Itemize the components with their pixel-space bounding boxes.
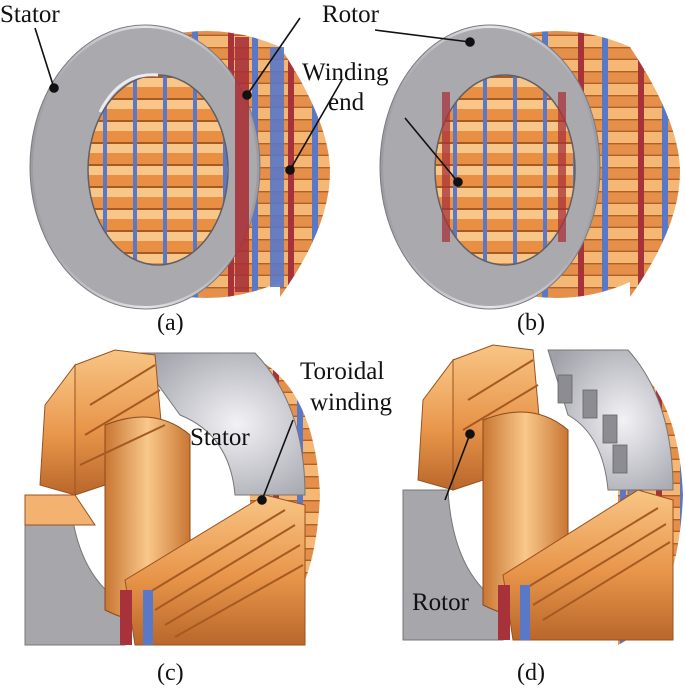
caption-c: (c) bbox=[157, 660, 184, 686]
leader-lines bbox=[34, 17, 475, 505]
label-rotor-d: Rotor bbox=[412, 589, 470, 616]
label-stator-a: Stator bbox=[0, 1, 60, 28]
caption-a: (a) bbox=[157, 310, 184, 336]
label-toroidal-1: Toroidal bbox=[300, 358, 384, 385]
panel-c bbox=[24, 349, 320, 646]
label-stator-c: Stator bbox=[190, 424, 250, 451]
label-rotor-b: Rotor bbox=[322, 1, 380, 28]
label-winding-end-2: end bbox=[328, 89, 365, 116]
caption-d: (d) bbox=[517, 660, 545, 686]
panel-a bbox=[28, 23, 332, 311]
label-winding-end-1: Winding bbox=[302, 59, 389, 86]
label-toroidal-2: winding bbox=[310, 389, 392, 416]
caption-b: (b) bbox=[517, 310, 545, 336]
panel-b bbox=[379, 24, 680, 310]
panel-d bbox=[402, 344, 683, 645]
